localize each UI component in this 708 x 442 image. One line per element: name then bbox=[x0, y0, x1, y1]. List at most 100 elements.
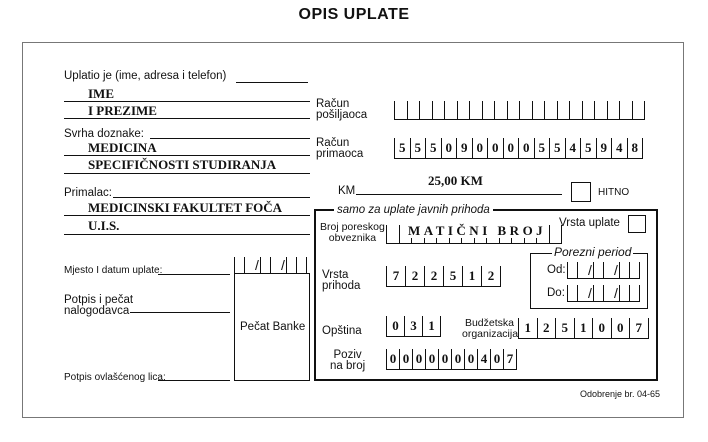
budget-org-digit-6[interactable]: 7 bbox=[630, 318, 649, 338]
payment-type-label: Vrsta uplate bbox=[559, 217, 620, 229]
reference-digit-8[interactable]: 0 bbox=[491, 349, 504, 369]
revenue-type-digit-1[interactable]: 2 bbox=[406, 266, 425, 286]
recipient-account-digit-15[interactable]: 8 bbox=[628, 138, 643, 158]
signature-stamp-label: Potpis i pečat nalogodavca bbox=[64, 294, 134, 317]
tax-period-from-ticks[interactable]: // bbox=[567, 260, 640, 279]
purpose-line-0 bbox=[150, 138, 310, 139]
revenue-type-digit-5[interactable]: 2 bbox=[482, 266, 501, 286]
recipient-line-1-text[interactable]: MEDICINSKI FAKULTET FOČA bbox=[88, 200, 283, 215]
amount-label: KM bbox=[338, 185, 356, 197]
recipient-account-digit-9[interactable]: 5 bbox=[535, 138, 550, 158]
payer-account-label: Račun pošiljaoca bbox=[316, 98, 368, 121]
page-title: OPIS UPLATE bbox=[298, 6, 410, 23]
recipient-account-digit-8[interactable]: 0 bbox=[519, 138, 535, 158]
place-date-ticks[interactable]: // bbox=[234, 255, 307, 273]
budget-org-digit-4[interactable]: 0 bbox=[593, 318, 612, 338]
reference-digit-2[interactable]: 0 bbox=[413, 349, 426, 369]
revenue-type-digit-3[interactable]: 5 bbox=[444, 266, 463, 286]
payer-account-label-line2: pošiljaoca bbox=[316, 109, 368, 121]
tax-period-to-ticks[interactable]: // bbox=[567, 283, 640, 302]
recipient-line-1 bbox=[64, 215, 310, 216]
payer-account-label-line1: Račun bbox=[316, 98, 350, 110]
purpose-line-2-text[interactable]: SPECIFIČNOSTI STUDIRANJA bbox=[88, 157, 277, 172]
signature-auth-label: Potpis ovlašćenog lica: bbox=[64, 372, 166, 383]
reference-digit-9[interactable]: 7 bbox=[504, 349, 517, 369]
place-date-line bbox=[158, 274, 230, 275]
tax-period-from-label: Od: bbox=[547, 264, 566, 276]
recipient-account-digit-13[interactable]: 9 bbox=[597, 138, 612, 158]
recipient-account-label: Račun primaoca bbox=[316, 137, 363, 160]
tax-period-to-label: Do: bbox=[547, 287, 565, 299]
payer-line-2-text[interactable]: I PREZIME bbox=[88, 103, 157, 118]
place-date-label: Mjesto I datum uplate: bbox=[64, 265, 163, 276]
recipient-line-2 bbox=[64, 234, 310, 235]
payer-label: Uplatio je (ime, adresa i telefon) bbox=[64, 70, 227, 82]
reference-digit-0[interactable]: 0 bbox=[387, 349, 400, 369]
tax-number-label: Broj poreskog obveznika bbox=[320, 222, 385, 244]
bank-stamp-box bbox=[234, 273, 310, 381]
recipient-account-label-line1: Račun bbox=[316, 137, 350, 149]
municipality-digit-1[interactable]: 3 bbox=[405, 316, 423, 336]
signature-auth-line bbox=[158, 380, 230, 381]
budget-org-digit-5[interactable]: 0 bbox=[612, 318, 630, 338]
recipient-line-2-text[interactable]: U.I.S. bbox=[88, 218, 120, 233]
recipient-account-digit-5[interactable]: 0 bbox=[473, 138, 488, 158]
recipient-account-digit-10[interactable]: 5 bbox=[550, 138, 566, 158]
recipient-account-digit-2[interactable]: 5 bbox=[426, 138, 442, 158]
budget-org-label: Budžetska organizacija bbox=[462, 318, 519, 340]
purpose-line-2 bbox=[64, 173, 310, 174]
revenue-type-digit-0[interactable]: 7 bbox=[387, 266, 406, 286]
public-revenue-header: samo za uplate javnih prihoda bbox=[334, 204, 493, 216]
budget-org-digit-1[interactable]: 2 bbox=[538, 318, 556, 338]
payer-account-ticks[interactable] bbox=[394, 101, 645, 120]
reference-label-line2: na broj bbox=[330, 360, 366, 372]
amount-line bbox=[356, 194, 562, 195]
recipient-account-digit-14[interactable]: 4 bbox=[612, 138, 628, 158]
reference-digit-3[interactable]: 0 bbox=[426, 349, 439, 369]
reference-digit-7[interactable]: 4 bbox=[478, 349, 491, 369]
purpose-line-1 bbox=[64, 155, 310, 156]
recipient-account-digit-12[interactable]: 5 bbox=[581, 138, 597, 158]
budget-org-digit-3[interactable]: 1 bbox=[575, 318, 593, 338]
urgent-checkbox[interactable] bbox=[571, 182, 591, 202]
budget-org-digit-0[interactable]: 1 bbox=[519, 318, 538, 338]
revenue-type-label: Vrsta prihoda bbox=[322, 269, 360, 292]
tax-period-label: Porezni period bbox=[552, 245, 634, 259]
reference-digit-1[interactable]: 0 bbox=[400, 349, 413, 369]
municipality-digit-0[interactable]: 0 bbox=[387, 316, 405, 336]
reference-digit-5[interactable]: 0 bbox=[452, 349, 465, 369]
amount-value[interactable]: 25,00 KM bbox=[428, 173, 483, 188]
payer-line-1-text[interactable]: IME bbox=[88, 86, 114, 101]
reference-label: Poziv na broj bbox=[330, 349, 366, 372]
purpose-label: Svrha doznake: bbox=[64, 128, 144, 140]
recipient-account-digit-1[interactable]: 5 bbox=[411, 138, 426, 158]
recipient-account-digit-4[interactable]: 9 bbox=[457, 138, 473, 158]
municipality-digit-2[interactable]: 1 bbox=[423, 316, 441, 336]
recipient-account-digit-11[interactable]: 4 bbox=[566, 138, 581, 158]
purpose-line-1-text[interactable]: MEDICINA bbox=[88, 140, 157, 155]
recipient-line-0 bbox=[113, 197, 310, 198]
budget-org-label-line2: organizacija bbox=[462, 328, 519, 340]
payer-line-0 bbox=[236, 82, 308, 83]
approval-number: Odobrenje br. 04-65 bbox=[580, 389, 661, 399]
budget-org-digit-2[interactable]: 5 bbox=[556, 318, 575, 338]
recipient-account-digit-0[interactable]: 5 bbox=[395, 138, 411, 158]
reference-digit-4[interactable]: 0 bbox=[439, 349, 452, 369]
revenue-type-digit-4[interactable]: 1 bbox=[463, 266, 482, 286]
municipality-label: Opština bbox=[322, 325, 362, 337]
recipient-account-digit-3[interactable]: 0 bbox=[442, 138, 457, 158]
tax-number-label-line2: obveznika bbox=[328, 232, 377, 244]
revenue-type-digit-2[interactable]: 2 bbox=[425, 266, 444, 286]
bank-stamp-label: Pečat Banke bbox=[240, 321, 306, 333]
tax-number-value[interactable]: MATIČNI BROJ bbox=[406, 223, 549, 238]
payer-line-1 bbox=[64, 101, 310, 102]
reference-digit-6[interactable]: 0 bbox=[465, 349, 478, 369]
recipient-account-digit-6[interactable]: 0 bbox=[488, 138, 504, 158]
recipient-account-digit-7[interactable]: 0 bbox=[504, 138, 519, 158]
payment-type-checkbox[interactable] bbox=[628, 215, 646, 233]
